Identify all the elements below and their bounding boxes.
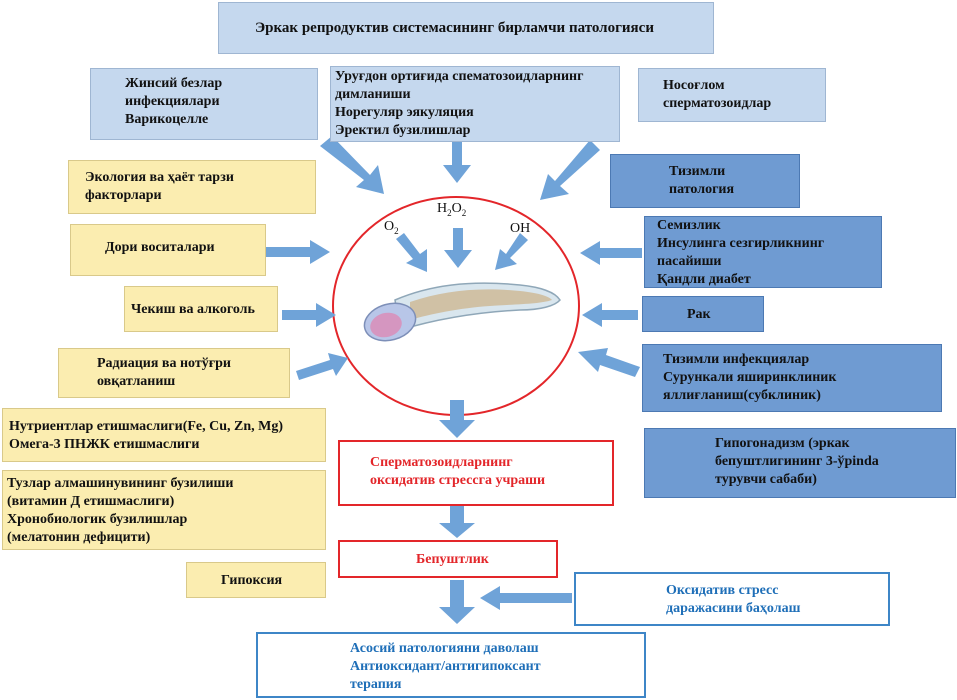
unhealthy-line-2: сперматозоидлар [663,96,772,111]
epididymal-line-3: Норегуляр эякуляция [335,105,474,120]
arrows-group [262,136,642,624]
arrow-to-infertility [439,506,475,538]
radical-h2o2: H2O2 [437,201,467,218]
box-gonad-infections: Жинсий безлар инфекциялари Варикоцелле [90,68,318,140]
arrow-assessment [480,586,572,610]
epididymal-line-1: Уруғдон ортиғида спематозоидларнинг [335,69,584,84]
box-nutrients: Нутриентлар етишмаслиги(Fe, Cu, Zn, Mg) … [2,408,326,462]
radiation-line-1: Радиация ва нотўғри [97,356,231,371]
systemic-line-2: патология [669,182,735,197]
arrow-drugs [262,240,330,264]
arrow-infections [578,348,640,377]
infections-line-1: Тизимли инфекциялар [663,352,810,367]
title-text: Эркак репродуктив системасининг бирламчи… [255,20,654,36]
nutrients-line-2: Омега-3 ПНЖК етишмаслиги [9,437,200,452]
box-systemic-pathology: Тизимли патология [610,154,800,208]
box-treatment: Асосий патологияни даволаш Антиоксидант/… [256,632,646,698]
box-radiation: Радиация ва нотўғри овқатланиш [58,348,290,398]
hypogonadism-line-2: бепуштлигининг 3-ўрinda [715,454,879,469]
radical-o2: O2 [384,219,399,236]
infections-line-2: Сурункали яширинклиник [663,370,837,385]
gonad-line-1: Жинсий безлар [125,76,223,91]
stress-line-2: оксидатив стрессга учраши [370,473,546,488]
stress-line-1: Сперматозоидларнинг [370,455,513,470]
arrow-smoking [282,303,336,327]
box-ecology: Экология ва ҳаёт тарзи факторлари [68,160,316,214]
metabolism-line-3: Хронобиологик бузилишлар [7,512,188,527]
ecology-line-2: факторлари [85,188,162,203]
title-box: Эркак репродуктив системасининг бирламчи… [218,2,714,54]
arrow-to-stress [439,400,475,438]
metabolism-line-4: (мелатонин дефицити) [7,530,151,545]
arrow-h2o2 [444,228,472,268]
box-unhealthy-sperm: Носоғлом сперматозоидлар [638,68,826,122]
metabolism-line-1: Тузлар алмашинувининг бузилиши [7,476,234,491]
hypogonadism-line-1: Гипогонадизм (эркак [715,436,850,451]
cancer-label: Рак [687,307,711,322]
arrow-cancer [582,303,638,327]
metabolism-line-2: (витамин Д етишмаслиги) [7,494,175,509]
treatment-line-2: Антиоксидант/антигипоксант [350,659,541,674]
arrow-metabolic [580,241,642,265]
arrow-top-right [540,140,600,200]
box-infections: Тизимли инфекциялар Сурункали яширинклин… [642,344,942,412]
box-infertility: Бепуштлик [338,540,558,578]
infections-line-3: яллиғланиш(субклиник) [663,388,821,403]
box-cancer: Рак [642,296,764,332]
treatment-line-1: Асосий патологияни даволаш [350,641,539,656]
box-drugs: Дори воситалари [70,224,266,276]
epididymal-line-2: димланиши [335,87,411,102]
box-hypoxia: Гипоксия [186,562,326,598]
metabolic-line-2: Инсулинга сезгирликнинг [657,236,825,251]
ecology-line-1: Экология ва ҳаёт тарзи [85,170,234,185]
infertility-label: Бепуштлик [416,552,489,567]
metabolic-line-3: пасайиши [657,254,722,269]
systemic-line-1: Тизимли [669,164,726,179]
unhealthy-line-1: Носоғлом [663,78,725,93]
box-metabolic: Семизлик Инсулинга сезгирликнинг пасайиш… [644,216,882,288]
box-oxidative-stress: Сперматозоидларнинг оксидатив стрессга у… [338,440,614,506]
metabolic-line-4: Қандли диабет [657,272,751,287]
hypoxia-label: Гипоксия [221,573,283,588]
metabolic-line-1: Семизлик [657,218,721,233]
box-hypogonadism: Гипогонадизм (эркак бепуштлигининг 3-ўрi… [644,428,956,498]
box-assessment: Оксидатив стресс даражасини баҳолаш [574,572,890,626]
assessment-line-1: Оксидатив стресс [666,583,779,598]
epididymal-line-4: Эректил бузилишлар [335,123,471,138]
smoking-label: Чекиш ва алкоголь [131,302,255,317]
nutrients-line-1: Нутриентлар етишмаслиги(Fe, Cu, Zn, Mg) [9,419,284,434]
radiation-line-2: овқатланиш [97,374,176,389]
box-smoking: Чекиш ва алкоголь [124,286,278,332]
drugs-label: Дори воситалари [105,240,215,255]
radical-oh: OH [510,221,531,236]
arrow-top-left [320,136,384,194]
sperm-cell-illustration [363,282,561,342]
arrow-to-treatment [439,580,475,624]
treatment-line-3: терапия [350,677,402,692]
arrow-oh [495,233,528,270]
box-metabolism: Тузлар алмашинувининг бузилиши (витамин … [2,470,326,550]
arrow-radiation [296,353,348,380]
arrow-o2 [396,233,427,272]
gonad-line-2: инфекциялари [125,94,220,109]
arrow-top-center [443,142,471,183]
hypogonadism-line-3: турувчи сабаби) [715,472,817,487]
gonad-line-3: Варикоцелле [125,112,209,127]
assessment-line-2: даражасини баҳолаш [666,601,801,616]
box-epididymal-stasis: Уруғдон ортиғида спематозоидларнинг димл… [330,66,620,142]
